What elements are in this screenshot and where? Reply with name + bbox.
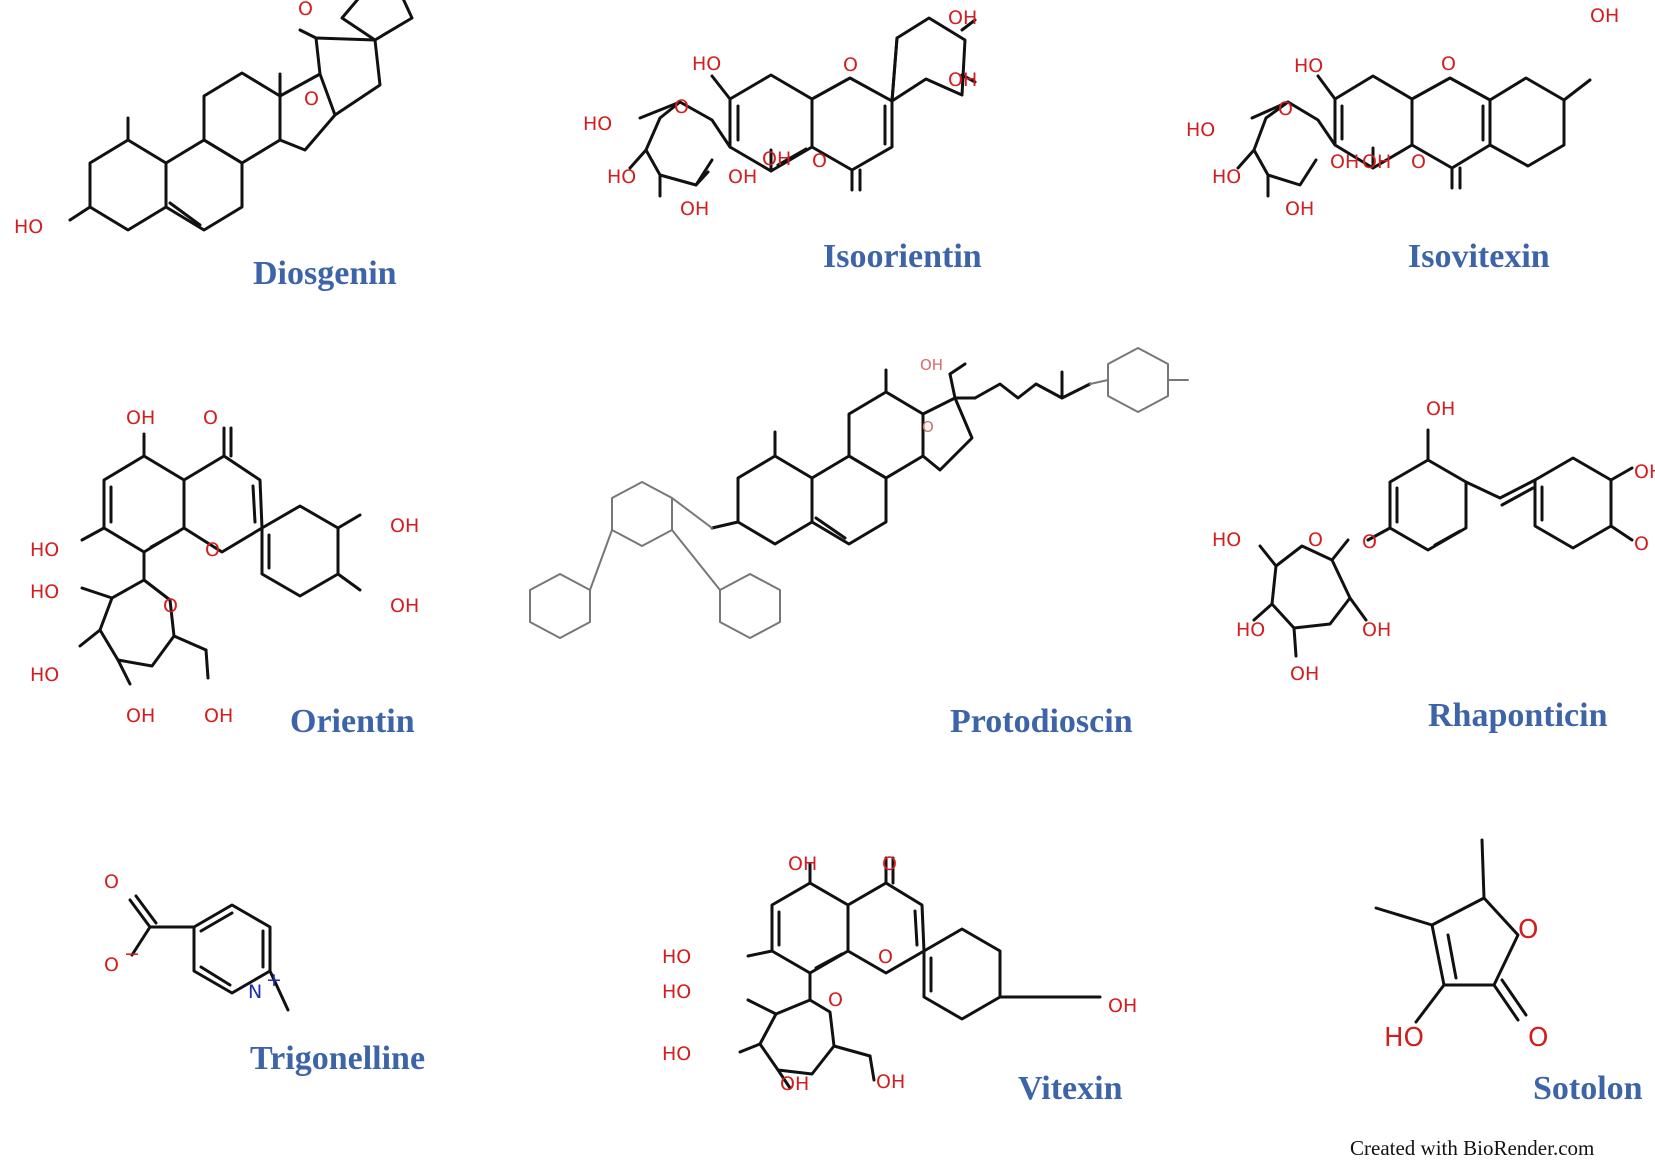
orientin-oh4-label: OH — [204, 705, 233, 727]
compound-name-sotolon: Sotolon — [1533, 1070, 1643, 1107]
orientin-ho2-label: HO — [30, 664, 59, 686]
vitexin-ho-a-label: HO — [662, 946, 691, 968]
isoorientin-oh4-label: OH — [948, 7, 977, 29]
trigonelline-n-label: N — [248, 981, 262, 1003]
orientin-oh-b2-label: OH — [390, 595, 419, 617]
vitexin-oh3-label: OH — [780, 1073, 809, 1095]
trigonelline-plus-label: + — [266, 969, 282, 991]
vitexin-oh-b-label: OH — [1108, 995, 1137, 1017]
orientin-ho1-label: HO — [30, 581, 59, 603]
protodioscin-structure — [529, 347, 1189, 639]
vitexin-oh4-label: OH — [876, 1071, 905, 1093]
compound-name-isoorientin: Isoorientin — [823, 238, 982, 275]
compound-name-isovitexin: Isovitexin — [1408, 238, 1550, 275]
isoorientin-o-ring-label: O — [674, 96, 689, 118]
isovitexin-ho2-label: HO — [1294, 55, 1323, 77]
isoorientin-ho-ch2-label: HO — [583, 113, 612, 135]
orientin-structure — [78, 426, 362, 686]
isoorientin-structure — [628, 16, 977, 198]
isovitexin-o-pyran-label: O — [1441, 53, 1456, 75]
vitexin-o-pyran-label: O — [878, 946, 893, 968]
rhaponticin-oh-top-label: OH — [1426, 398, 1455, 420]
isoorientin-oh1-label: OH — [728, 166, 757, 188]
compound-name-trigonelline: Trigonelline — [250, 1040, 426, 1077]
isoorientin-oh3-label: OH — [680, 198, 709, 220]
diosgenin-ho-label: HO — [14, 216, 43, 238]
trigonelline-minus-label: − — [124, 943, 140, 965]
vitexin-o-sugar-label: O — [828, 989, 843, 1011]
diosgenin-o2-label: O — [304, 88, 319, 110]
vitexin-structure — [738, 856, 1102, 1090]
vitexin-o-keto-label: O — [882, 853, 897, 875]
sotolon-ho-label: HO — [1384, 1023, 1424, 1053]
vitexin-ho2-label: HO — [662, 1043, 691, 1065]
compound-name-protodioscin: Protodioscin — [950, 703, 1133, 740]
isovitexin-oh1-label: OH — [1330, 151, 1359, 173]
isovitexin-ho1-label: HO — [1212, 166, 1241, 188]
rhaponticin-ho-ch2-label: HO — [1212, 529, 1241, 551]
isoorientin-oh5-label: OH — [948, 69, 977, 91]
orientin-ho-a-label: HO — [30, 539, 59, 561]
sotolon-o-keto-label: O — [1528, 1023, 1548, 1053]
rhaponticin-o-link-label: O — [1362, 531, 1377, 553]
isovitexin-oh2-label: OH — [1362, 151, 1391, 173]
protodioscin-o-label: O — [922, 418, 934, 436]
orientin-oh-b1-label: OH — [390, 515, 419, 537]
rhaponticin-oh2-label: OH — [1290, 663, 1319, 685]
compound-name-vitexin: Vitexin — [1018, 1070, 1123, 1107]
isovitexin-ho-ch2-label: HO — [1186, 119, 1215, 141]
isovitexin-o-ring-label: O — [1278, 98, 1293, 120]
rhaponticin-ho1-label: HO — [1236, 619, 1265, 641]
isoorientin-oh2-label: OH — [762, 148, 791, 170]
rhaponticin-oh1-label: OH — [1362, 619, 1391, 641]
isoorientin-ho2-label: HO — [692, 53, 721, 75]
rhaponticin-ome-label: O — [1634, 533, 1649, 555]
trigonelline-o1-label: O — [104, 871, 119, 893]
orientin-oh-top-label: OH — [126, 407, 155, 429]
compound-name-diosgenin: Diosgenin — [253, 255, 397, 292]
biorender-credit: Created with BioRender.com — [1350, 1136, 1595, 1160]
protodioscin-oh-label: OH — [920, 356, 943, 374]
orientin-oh3-label: OH — [126, 705, 155, 727]
orientin-o-keto-label: O — [203, 407, 218, 429]
compound-name-orientin: Orientin — [290, 703, 415, 740]
rhaponticin-o-sugar-label: O — [1308, 529, 1323, 551]
trigonelline-structure — [128, 894, 290, 1012]
orientin-o-sugar-label: O — [163, 595, 178, 617]
trigonelline-o2-label: O — [104, 954, 119, 976]
isoorientin-o-keto-label: O — [812, 150, 827, 172]
sotolon-structure — [1374, 838, 1528, 1024]
isovitexin-o-keto-label: O — [1411, 151, 1426, 173]
compound-name-rhaponticin: Rhaponticin — [1428, 697, 1608, 734]
isoorientin-ho1-label: HO — [607, 166, 636, 188]
isoorientin-o-pyran-label: O — [843, 54, 858, 76]
diosgenin-o1-label: O — [298, 0, 313, 20]
diosgenin-structure — [68, 0, 414, 232]
isovitexin-oh3-label: OH — [1285, 198, 1314, 220]
rhaponticin-structure — [1252, 428, 1634, 658]
vitexin-oh-top-label: OH — [788, 853, 817, 875]
isovitexin-structure — [1236, 74, 1592, 198]
rhaponticin-oh-b-label: OH — [1634, 461, 1655, 483]
vitexin-ho1-label: HO — [662, 981, 691, 1003]
sotolon-o-ring-label: O — [1518, 915, 1538, 945]
isovitexin-oh4-label: OH — [1590, 5, 1619, 27]
orientin-o-pyran-label: O — [205, 539, 220, 561]
